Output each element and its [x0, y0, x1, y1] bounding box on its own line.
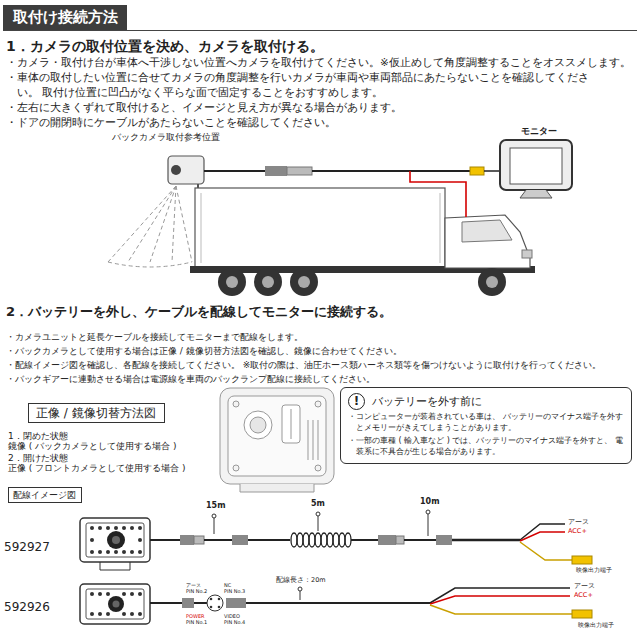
text-section: 2．バッテリーを外し、ケーブルを配線してモニターに接続する。・カメラユニットと延… [6, 303, 634, 386]
heading-box: 正像 / 鏡像切替方法図 [28, 403, 165, 423]
box-heading: 正像 / 鏡像切替方法図 [36, 405, 157, 421]
pin-label: PIN No.4 [224, 619, 245, 625]
length-label: 5m [311, 499, 325, 509]
truck-illustration [108, 140, 572, 296]
wire-label: ACC+ [568, 528, 587, 536]
box-heading: ! [349, 394, 364, 408]
instruction-text: ・カメラ・取付け台が車体へ干渉しない位置へカメラを取付けてください。※仮止めして… [6, 55, 634, 70]
camera-back-illustration [220, 388, 334, 492]
instruction-text: ・バックカメラとして使用する場合は正像 / 鏡像切替方法図を確認し、鏡像に合わせ… [6, 344, 634, 358]
callout-label: モニター [521, 126, 557, 137]
wire-label: アース [568, 519, 589, 527]
length-label: 10m [420, 497, 439, 507]
wire-label: アース [574, 583, 595, 591]
wire-label: ACC+ [574, 592, 593, 600]
header-rule [3, 30, 637, 31]
instruction-text: ・車体の取付したい位置に合せてカメラの角度調整を行いカメラが車両や車両部品にあた… [6, 70, 592, 100]
heading-box: 配線イメージ図 [8, 487, 82, 503]
pin-label: PIN No.2 [186, 588, 207, 594]
text-section: 1．カメラの取付位置を決め、カメラを取付ける。・カメラ・取付け台が車体へ干渉しな… [6, 37, 634, 130]
box-text: ・コンピューターが装着されている車は、 バッテリーのマイナス端子を外すとメモリー… [348, 411, 626, 433]
box-text: ・一部の車種 ( 輸入車など ) では、バッテリーのマイナス端子を外すと、 電装… [348, 435, 626, 457]
model-number: 592926 [4, 600, 50, 614]
callout-label: バックカメラ取付参考位置 [112, 132, 220, 143]
wire-label: 映像出力端子 [576, 566, 612, 573]
wire-label: 映像出力端子 [578, 621, 614, 628]
instruction-text: ・配線イメージ図を確認し、各配線を接続してください。 ※取付の際は、油圧ホース類… [6, 358, 634, 372]
section-heading: 1．カメラの取付位置を決め、カメラを取付ける。 [6, 37, 634, 55]
pin-label: PIN No.1 [186, 619, 207, 625]
warning-icon: ! [348, 393, 365, 410]
model-number: 592927 [4, 540, 50, 554]
pin-label: PIN No.3 [224, 588, 245, 594]
box-heading: 配線イメージ図 [13, 489, 77, 501]
wiring-592926 [80, 584, 592, 624]
length-label: 15m [206, 501, 225, 511]
page-title: 取付け接続方法 [3, 5, 127, 30]
section-heading: 2．バッテリーを外し、ケーブルを配線してモニターに接続する。 [6, 303, 634, 321]
box-heading: バッテリーを外す前に [372, 393, 626, 411]
wiring-592927 [80, 510, 592, 570]
instruction-text: ・バックギアーに連動させる場合は電源線を車両のバックランプ配線に接続してください… [6, 372, 634, 386]
state-note: 鏡像 ( バックカメラとして使用する場合 ) [8, 441, 177, 452]
warning-box: バッテリーを外す前に・コンピューターが装着されている車は、 バッテリーのマイナス… [340, 387, 632, 464]
state-note: 正像 ( フロントカメラとして使用する場合 ) [8, 463, 186, 474]
instruction-text: ・カメラユニットと延長ケーブルを接続してモニターまで配線をします。 [6, 330, 634, 344]
instruction-text: ・左右に大きくずれて取付けると、イメージと見え方が異なる場合があります。 [6, 100, 634, 115]
length-label: 配線長さ：20m [276, 577, 326, 585]
